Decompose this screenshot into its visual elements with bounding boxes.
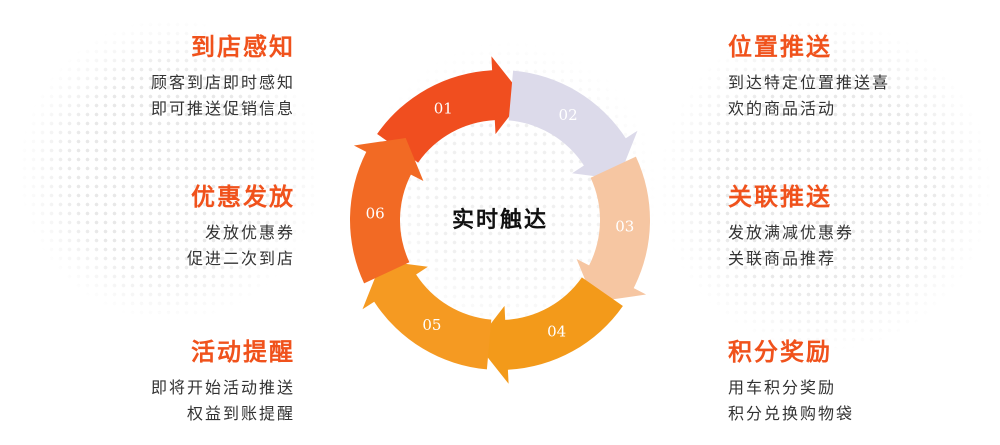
cycle-labels: 01 02 03 04 05 06 xyxy=(366,100,635,341)
block-line: 到达特定位置推送喜 xyxy=(728,73,891,92)
block-title: 积分奖励 xyxy=(728,338,832,366)
block-line: 即将开始活动推送 xyxy=(150,378,295,397)
cycle-step-number: 06 xyxy=(366,205,385,223)
block-in-store-awareness: 到店感知 顾客到店即时感知 即可推送促销信息 xyxy=(35,32,295,122)
cycle-step-number: 02 xyxy=(559,106,578,124)
cycle-step-number: 01 xyxy=(434,100,453,118)
block-location-push: 位置推送 到达特定位置推送喜 欢的商品活动 xyxy=(728,32,988,122)
block-title: 活动提醒 xyxy=(191,338,295,366)
cycle-arrow-03 xyxy=(576,156,651,302)
block-points-reward: 积分奖励 用车积分奖励 积分兑换购物袋 xyxy=(728,337,988,427)
block-line: 发放优惠券 xyxy=(204,223,295,242)
block-line: 即可推送促销信息 xyxy=(150,99,295,118)
cycle-segments xyxy=(349,56,651,384)
block-line: 权益到账提醒 xyxy=(186,404,295,423)
block-line: 发放满减优惠券 xyxy=(728,223,855,242)
cycle-arrow-05 xyxy=(362,260,492,370)
block-title: 到店感知 xyxy=(191,33,295,61)
cycle-arrow-04 xyxy=(476,277,623,384)
cycle-step-number: 03 xyxy=(615,218,634,236)
block-related-push: 关联推送 发放满减优惠券 关联商品推荐 xyxy=(728,182,988,272)
block-activity-reminder: 活动提醒 即将开始活动推送 权益到账提醒 xyxy=(35,337,295,427)
block-coupon-issue: 优惠发放 发放优惠券 促进二次到店 xyxy=(35,182,295,272)
block-title: 位置推送 xyxy=(728,33,832,61)
cycle-arrow-06 xyxy=(349,138,424,284)
left-dotted-globe xyxy=(20,20,320,320)
block-line: 促进二次到店 xyxy=(186,249,295,268)
cycle-step-number: 04 xyxy=(547,322,566,340)
block-line: 顾客到店即时感知 xyxy=(150,73,295,92)
block-title: 优惠发放 xyxy=(191,183,295,211)
block-line: 积分兑换购物袋 xyxy=(728,404,855,423)
cycle-center-label: 实时触达 xyxy=(452,207,548,233)
block-line: 关联商品推荐 xyxy=(728,249,837,268)
cycle-arrow-02 xyxy=(508,70,638,180)
block-title: 关联推送 xyxy=(728,183,832,211)
cycle-arrow-01 xyxy=(377,56,524,163)
right-dotted-globe xyxy=(660,20,990,350)
cycle-diagram: 01 02 03 04 05 06 实时触达 xyxy=(349,56,651,384)
cycle-step-number: 05 xyxy=(422,316,441,334)
block-line: 用车积分奖励 xyxy=(728,378,837,397)
block-line: 欢的商品活动 xyxy=(728,99,837,118)
